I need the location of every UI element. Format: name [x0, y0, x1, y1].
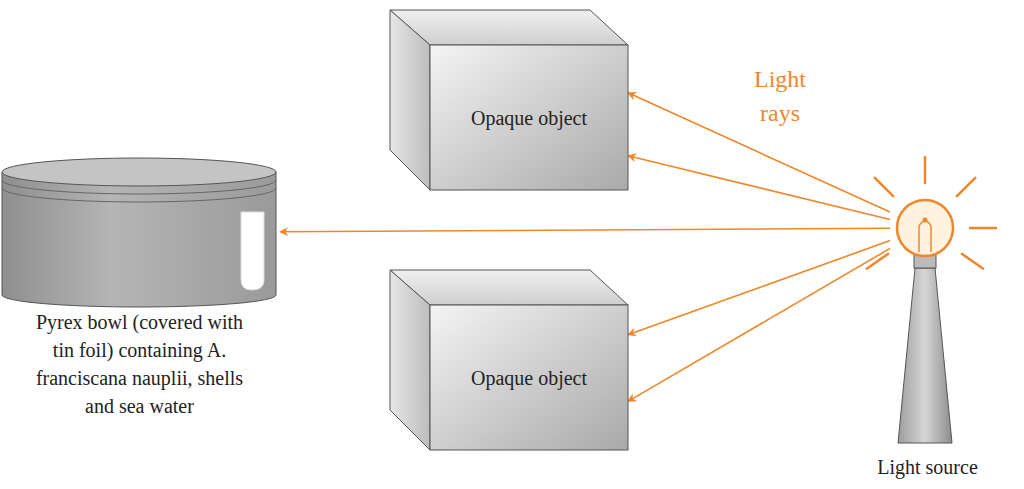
rays-label: Light rays [740, 62, 820, 130]
pyrex-bowl: Pyrex bowl (covered with tin foil) conta… [0, 150, 280, 432]
light-ray-arrow [628, 93, 890, 212]
box-label: Opaque object [434, 45, 624, 190]
light-ray-arrow [628, 156, 890, 220]
light-source-outline [890, 190, 965, 445]
source-label: Light source [850, 453, 1005, 481]
opaque-box: Opaque object [390, 270, 628, 450]
opaque-box-outline [390, 270, 628, 450]
light-ray-arrow [628, 248, 890, 401]
light-source: Light source [890, 190, 965, 445]
light-ray-arrow [280, 228, 890, 232]
opaque-box-outline [390, 10, 628, 190]
light-ray-arrow [628, 241, 890, 335]
box-label: Opaque object [434, 305, 624, 450]
opaque-box: Opaque object [390, 10, 628, 190]
bowl-caption: Pyrex bowl (covered with tin foil) conta… [32, 308, 247, 420]
pyrex-bowl-outline [0, 150, 280, 432]
